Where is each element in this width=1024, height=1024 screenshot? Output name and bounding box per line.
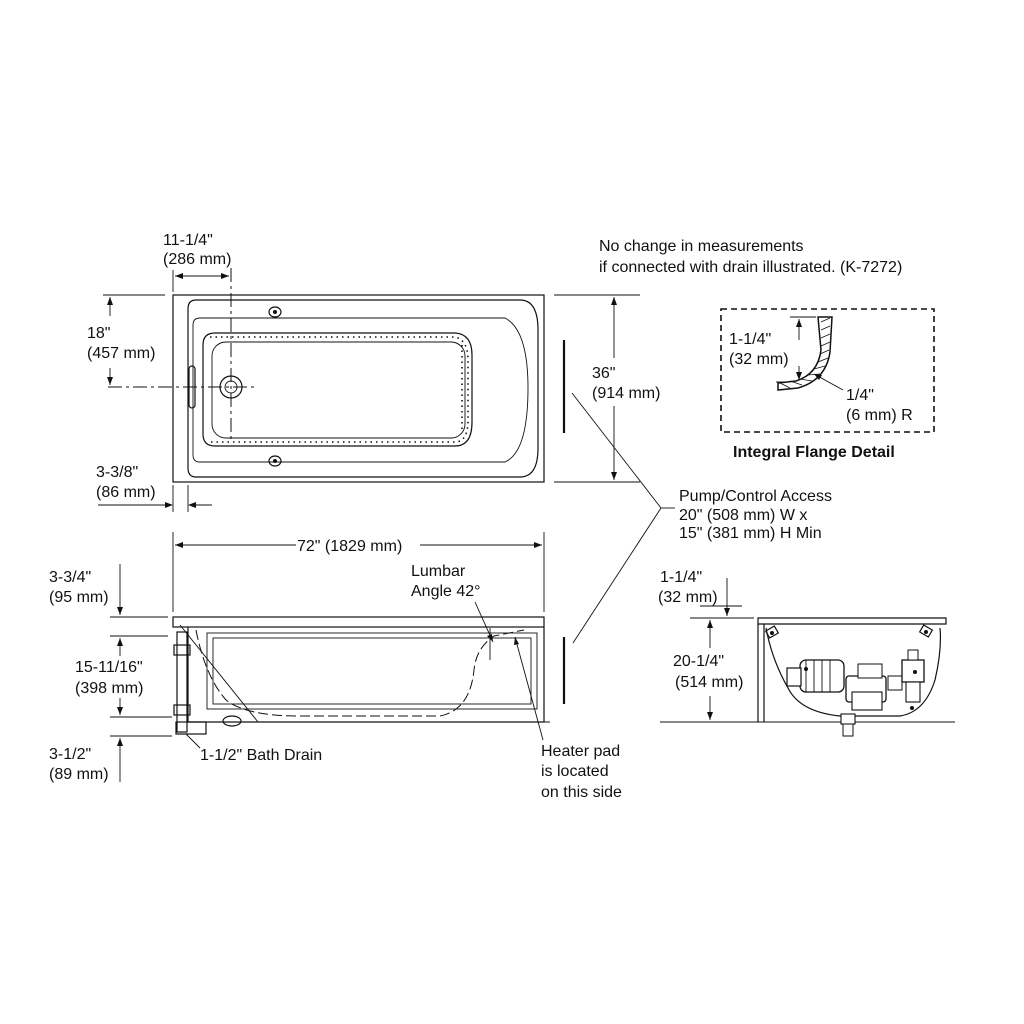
side-dim-drain-imperial: 3-1/2" — [49, 746, 91, 763]
dim-drain-offset-metric: (286 mm) — [163, 251, 231, 268]
control-knob-top-icon — [268, 306, 282, 318]
dim-drain-offset-imperial: 11-1/4" — [163, 232, 213, 249]
flange-dim-height-metric: (32 mm) — [729, 351, 789, 368]
pump-access-callout: Pump/Control Access 20" (508 mm) W x 15"… — [571, 392, 832, 644]
heater-line-3: on this side — [541, 784, 622, 801]
side-dim-drain-metric: (89 mm) — [49, 766, 109, 783]
pump-access-line-2: 20" (508 mm) W x — [679, 507, 807, 524]
end-rim — [757, 617, 947, 625]
heater-line-1: Heater pad — [541, 743, 620, 760]
tub-rim-outline — [172, 294, 545, 483]
side-view-dimensions: 72" (1829 mm) 3-3/4" (95 mm) 15-11/16" (… — [49, 532, 622, 801]
pump-motor-assembly — [786, 649, 925, 737]
dim-drain-height-metric: (457 mm) — [87, 345, 155, 362]
bath-drain-label: 1-1/2" Bath Drain — [200, 747, 322, 764]
dim-end-offset-metric: (86 mm) — [96, 484, 156, 501]
flange-dim-radius-metric: (6 mm) R — [846, 407, 913, 424]
end-view: 1-1/4" (32 mm) 20-1/4" (514 mm) — [658, 569, 955, 737]
end-basin-profile — [765, 627, 942, 717]
tub-basin-outline — [202, 332, 473, 447]
top-view-dimensions: 11-1/4" (286 mm) 18" (457 mm) 36" (914 m… — [87, 232, 660, 512]
flange-dim-radius-imperial: 1/4" — [846, 387, 874, 404]
heater-line-2: is located — [541, 763, 609, 780]
end-dim-height-imperial: 20-1/4" — [673, 653, 724, 670]
pump-access-line-1: Pump/Control Access — [679, 488, 832, 505]
top-view-plan — [108, 268, 566, 483]
flange-dim-height-imperial: 1-1/4" — [729, 331, 771, 348]
dim-width-imperial: 36" — [592, 365, 615, 382]
side-apron — [187, 627, 545, 723]
note-line-1: No change in measurements — [599, 238, 804, 255]
lumbar-line-1: Lumbar — [411, 563, 466, 580]
side-dim-body-metric: (398 mm) — [75, 680, 143, 697]
side-panel-outer — [206, 632, 538, 710]
tub-inner-rim — [192, 317, 529, 463]
tub-deck-outline — [187, 299, 539, 478]
pump-access-line-3: 15" (381 mm) H Min — [679, 525, 822, 542]
side-rim — [172, 616, 545, 628]
flange-detail: 1-1/4" (32 mm) 1/4" (6 mm) R Integral Fl… — [720, 308, 935, 461]
side-view-elevation: Lumbar Angle 42° — [172, 563, 566, 741]
flange-detail-frame — [720, 308, 935, 433]
dim-drain-height-imperial: 18" — [87, 325, 110, 342]
flange-section — [777, 316, 833, 391]
end-dim-rim-imperial: 1-1/4" — [660, 569, 702, 586]
basin-hidden-profile — [195, 629, 525, 717]
lumbar-line-2: Angle 42° — [411, 583, 481, 600]
air-jet-ring — [210, 336, 469, 443]
dim-width-metric: (914 mm) — [592, 385, 660, 402]
drain-pipe — [176, 631, 188, 733]
dim-end-offset-imperial: 3-3/8" — [96, 464, 138, 481]
control-knob-bottom-icon — [268, 455, 282, 467]
dim-length: 72" (1829 mm) — [297, 538, 402, 555]
drain-outlet-icon — [222, 715, 242, 727]
flange-detail-title: Integral Flange Detail — [733, 444, 895, 461]
end-dim-rim-metric: (32 mm) — [658, 589, 718, 606]
side-panel-inner — [212, 637, 532, 705]
drain-tee — [175, 721, 207, 735]
note-line-2: if connected with drain illustrated. (K-… — [599, 259, 902, 276]
side-dim-body-imperial: 15-11/16" — [75, 659, 143, 676]
side-dim-rim-metric: (95 mm) — [49, 589, 109, 606]
tub-floor-outline — [211, 341, 466, 439]
side-dim-rim-imperial: 3-3/4" — [49, 569, 91, 586]
end-dim-height-metric: (514 mm) — [675, 674, 743, 691]
